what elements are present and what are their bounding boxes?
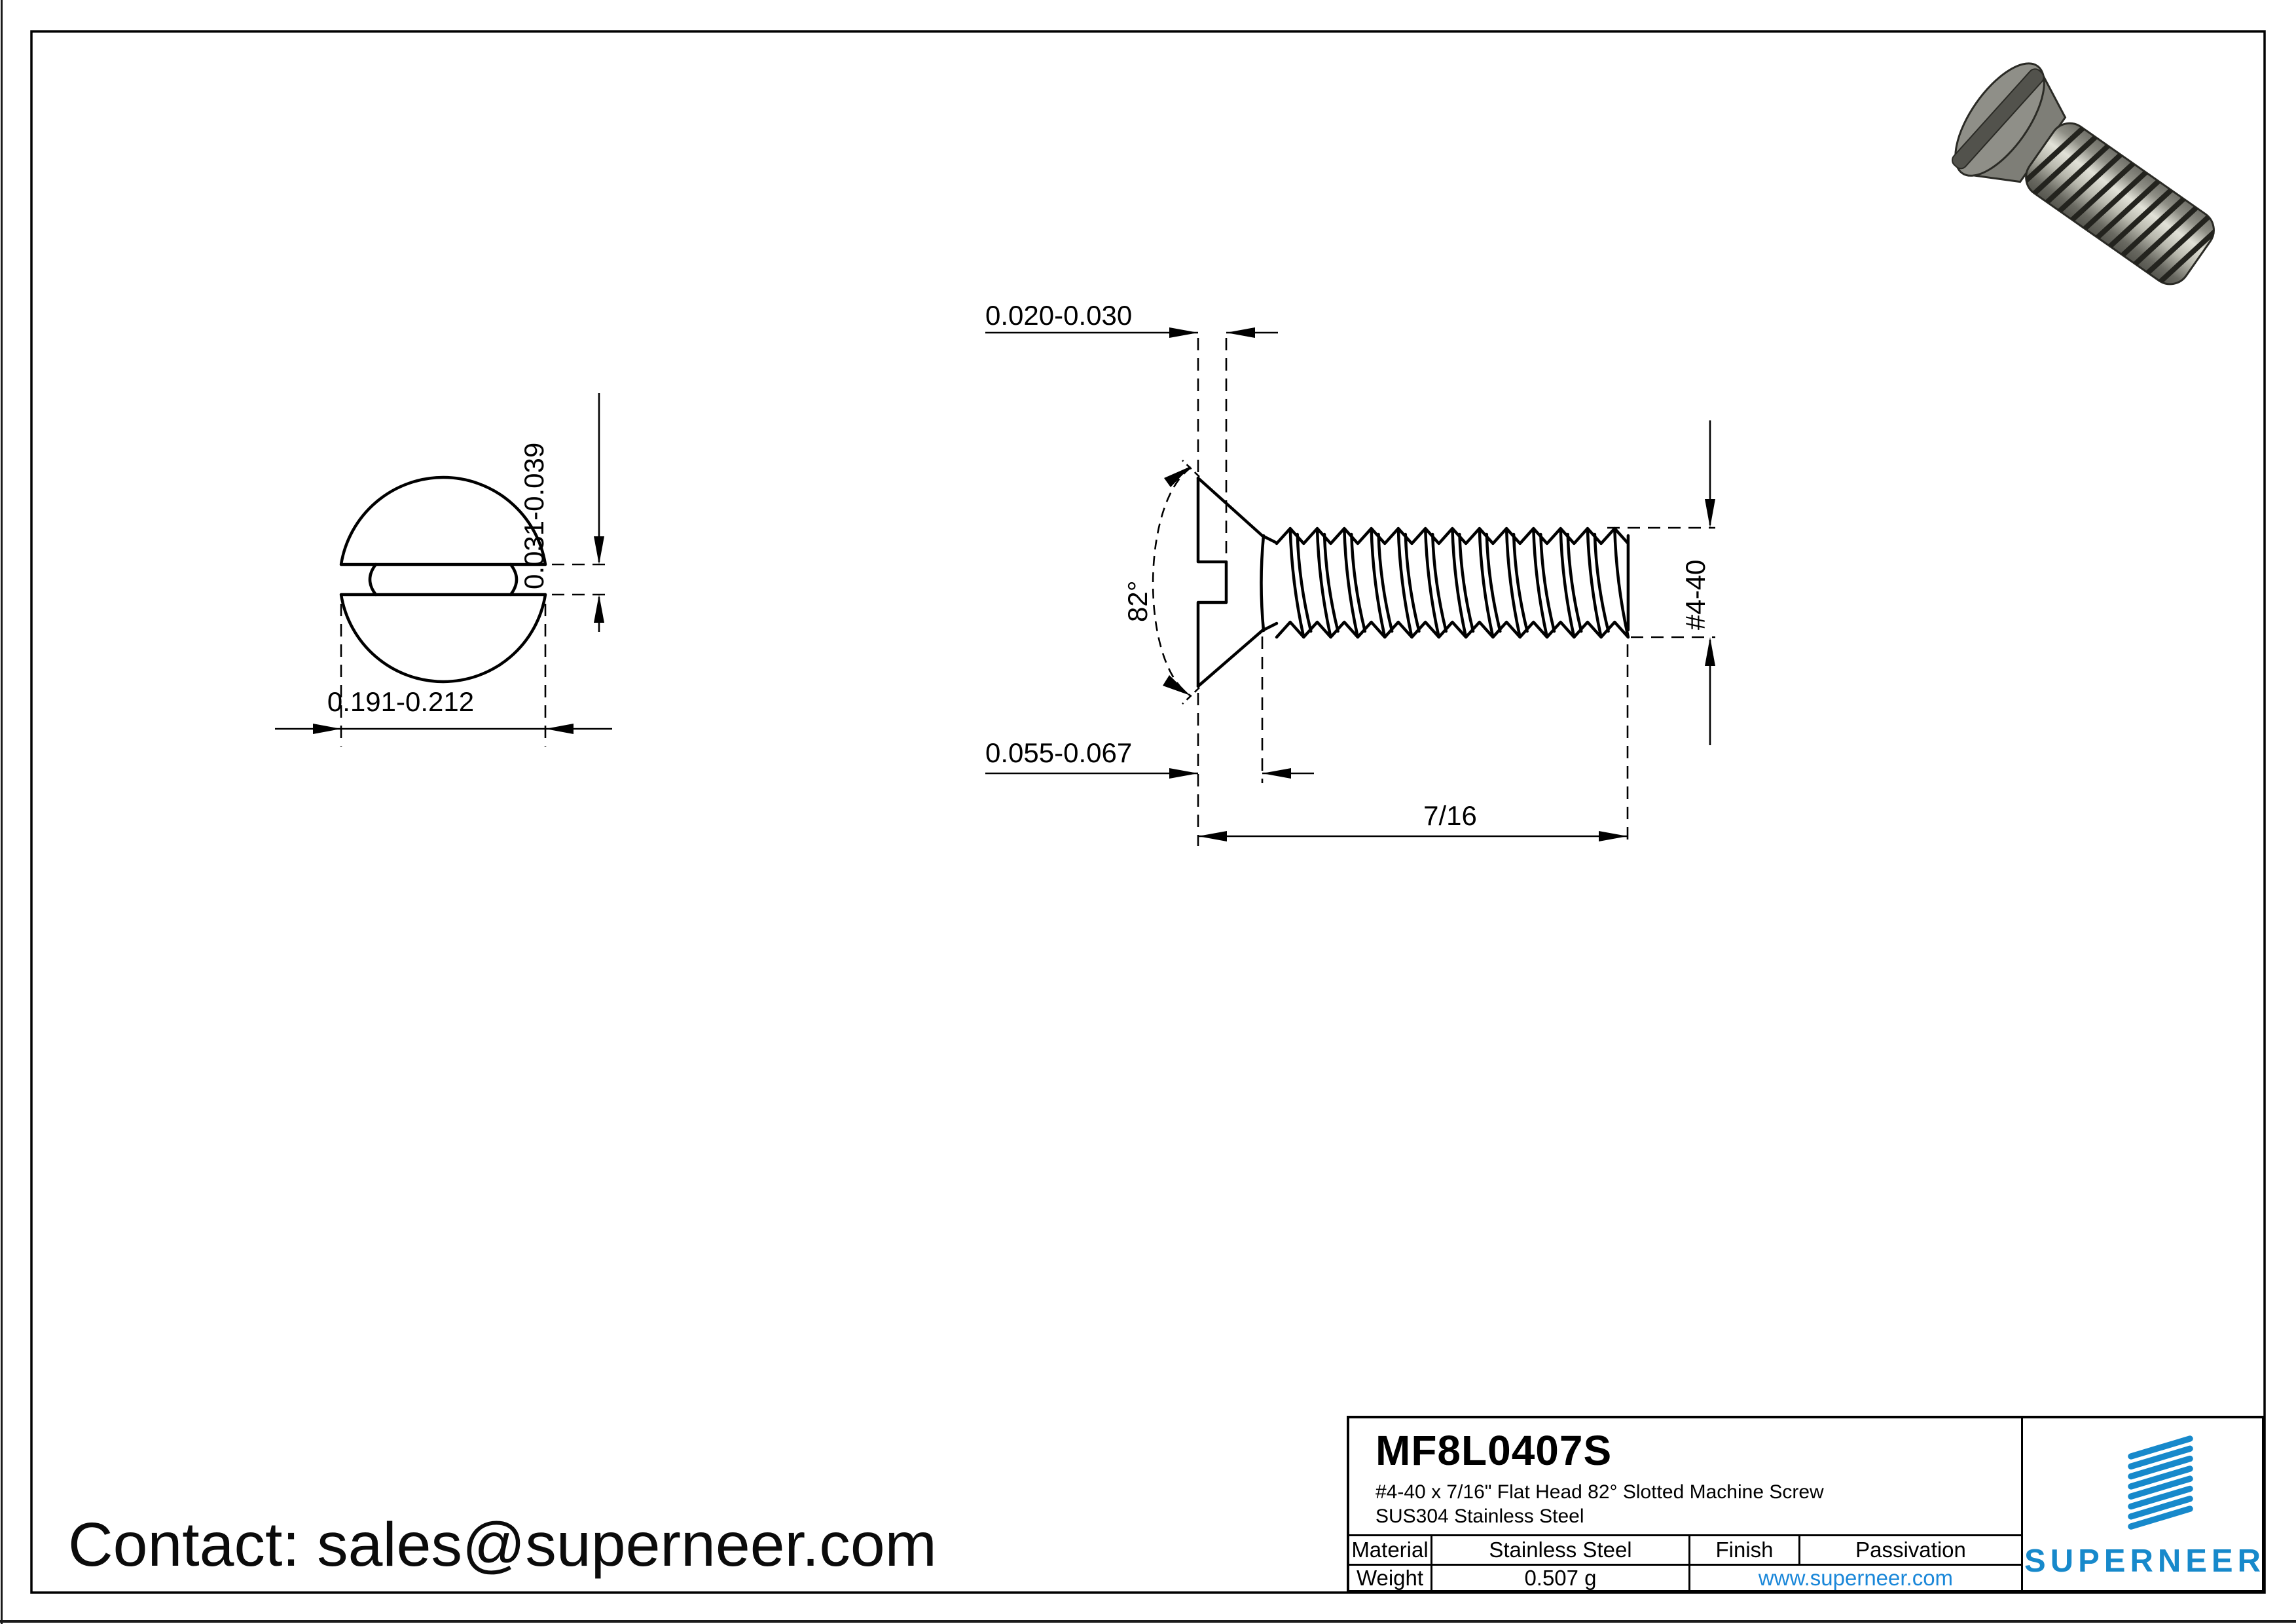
finish-value: Passivation: [1855, 1538, 1966, 1562]
dim-thread-size: #4-40: [1607, 420, 1715, 745]
front-view-head-bottom-segment: [339, 593, 547, 684]
contact-email-text: Contact: sales@superneer.com: [68, 1510, 937, 1579]
dim-label-head-height: 0.055-0.067: [985, 737, 1132, 768]
front-view: 0.031-0.039 0.191-0.212: [275, 393, 612, 747]
dim-label-thread-length: 7/16: [1423, 800, 1477, 831]
dim-label-slot-width: 0.031-0.039: [519, 443, 549, 589]
dim-label-slot-depth: 0.020-0.030: [985, 300, 1132, 331]
part-description-line1: #4-40 x 7/16" Flat Head 82° Slotted Mach…: [1376, 1481, 1824, 1503]
dim-label-thread-size: #4-40: [1680, 560, 1711, 630]
screw-3d-slot: [1952, 68, 2045, 170]
website-link[interactable]: www.superneer.com: [1758, 1565, 1954, 1590]
page-border: [30, 30, 2266, 1594]
side-view: 0.020-0.030 82° 0.055-0.067: [985, 300, 1715, 846]
title-block: MF8L0407S #4-40 x 7/16" Flat Head 82° Sl…: [1347, 1416, 2265, 1593]
page-edge-artifact-bottom: [0, 1620, 2296, 1623]
part-description: #4-40 x 7/16" Flat Head 82° Slotted Mach…: [1376, 1480, 1824, 1528]
dim-head-height: 0.055-0.067: [985, 637, 1314, 846]
dim-label-head-diameter: 0.191-0.212: [327, 686, 474, 717]
material-value: Stainless Steel: [1489, 1538, 1632, 1562]
front-view-head-top-segment: [339, 475, 547, 566]
side-view-neck: [1260, 534, 1279, 633]
front-view-slot-side-arcs: [368, 563, 519, 597]
dim-label-head-angle: 82°: [1122, 580, 1153, 622]
weight-label: Weight: [1356, 1565, 1424, 1590]
screw-3d-render: [1952, 62, 2222, 286]
weight-value: 0.507 g: [1524, 1565, 1597, 1590]
part-number: MF8L0407S: [1376, 1427, 1613, 1474]
dim-slot-width: 0.031-0.039: [519, 393, 608, 632]
brand-name: SUPERNEER: [2024, 1543, 2265, 1579]
side-view-head-face: [1196, 476, 1228, 688]
side-view-threads: [1275, 526, 1630, 639]
screw-3d-shank: [2025, 122, 2215, 286]
page-edge-artifact-left: [1, 0, 3, 1624]
part-description-line2: SUS304 Stainless Steel: [1376, 1505, 1584, 1527]
dim-slot-depth: 0.020-0.030: [985, 300, 1278, 559]
superneer-logo-icon: [2128, 1435, 2193, 1530]
dim-thread-length: 7/16: [1198, 644, 1629, 846]
finish-label: Finish: [1715, 1538, 1774, 1562]
dim-head-angle: 82°: [1122, 460, 1200, 705]
screw-3d-thread-stripes: [2018, 125, 2222, 285]
dim-head-diameter: 0.191-0.212: [275, 604, 612, 747]
material-label: Material: [1351, 1538, 1429, 1562]
side-view-head-cone: [1196, 476, 1264, 688]
